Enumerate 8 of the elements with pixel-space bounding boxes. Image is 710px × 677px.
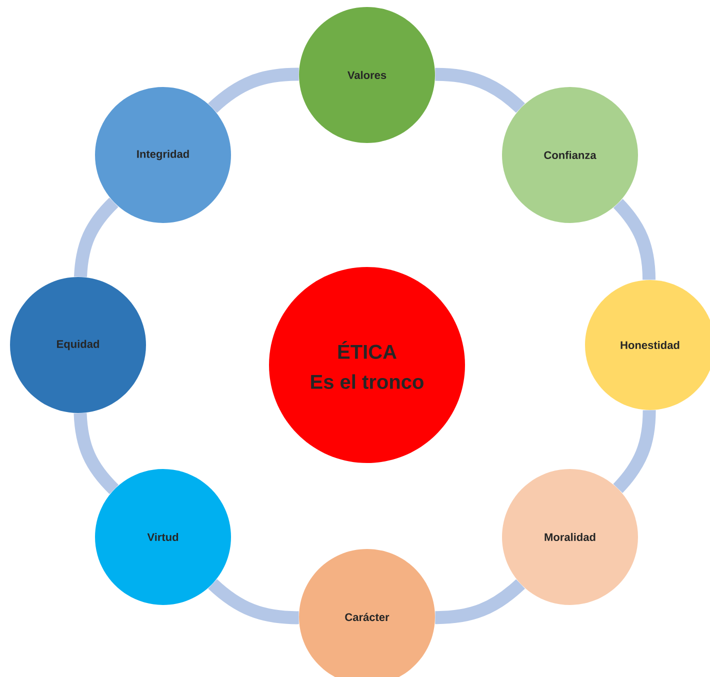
ring-arc — [435, 579, 525, 624]
ring-arc — [208, 68, 299, 113]
ring-arc — [613, 198, 656, 280]
ring-arc — [208, 579, 299, 624]
ring-arc — [74, 412, 119, 494]
ring-arc — [74, 198, 118, 278]
ring-arc — [435, 68, 525, 113]
ring-arc — [613, 410, 656, 493]
